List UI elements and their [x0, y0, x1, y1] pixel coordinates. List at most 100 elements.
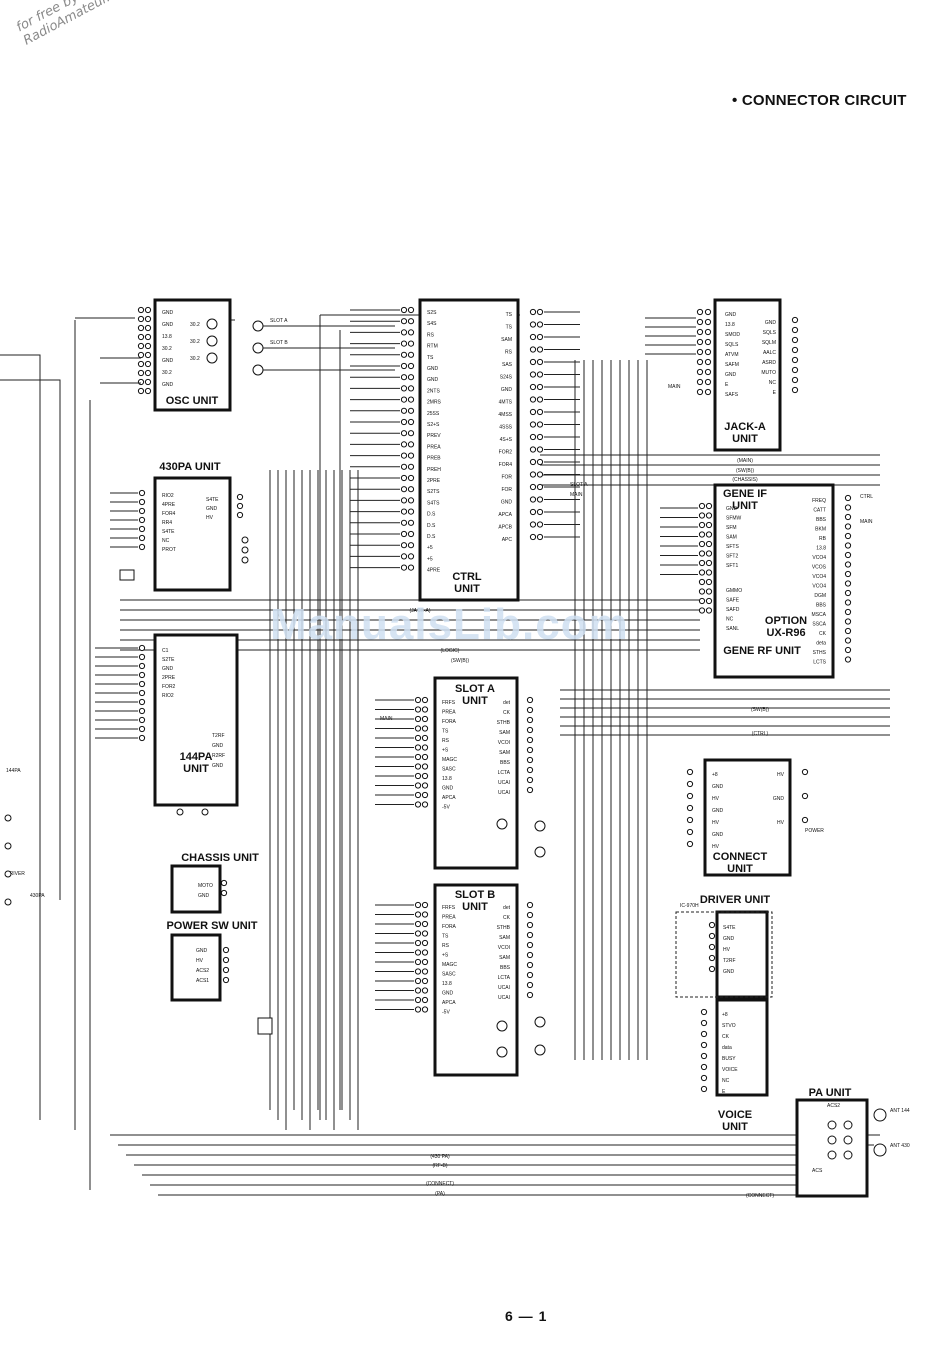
slot-b-right-pin-label: CK [503, 915, 511, 921]
slot-b-left-inner-pin [421, 996, 429, 1004]
slot-a-left-inner-pin [421, 715, 429, 723]
pa430-left-pin-label: PROT [162, 547, 176, 553]
ctrl-right-pin-label: GND [501, 387, 513, 393]
ctrl-right-pin-label: APCB [498, 525, 512, 531]
slot-a-coax [534, 820, 546, 832]
ctrl-left-inner-pin [407, 318, 415, 325]
power-sw-right-pin [222, 976, 230, 984]
ctrl-left-inner-pin [407, 430, 415, 437]
geneif-right-pin [844, 570, 852, 578]
pa430-right-pin [236, 493, 244, 501]
osc-left-inner-pin [144, 342, 152, 350]
geneif-right-pin [844, 523, 852, 530]
jack-right-pin-label: AALC [763, 350, 776, 356]
geneif-left-lower-pin-label: SAFE [726, 598, 740, 604]
ctrl-left-pin [400, 564, 408, 571]
pa-acs-label: ACS [812, 1168, 823, 1174]
slot-a-right-pin-label: VCOI [498, 740, 510, 746]
osc-left-pin-label: GND [162, 310, 174, 316]
slot-b-left-pin [414, 920, 422, 928]
driver-pin [708, 932, 716, 940]
ctrl-left-pin-label: S4TS [427, 500, 440, 506]
slot-a-left-pin-label: PREA [442, 710, 456, 716]
option-unit-label: UX-R96 [766, 627, 805, 639]
connect-unit-label: CONNECT [713, 851, 768, 863]
pa430-unit-label: 430PA UNIT [159, 461, 220, 473]
slot-a-unit-label: SLOT A [455, 683, 495, 695]
pa430-coax [241, 546, 249, 554]
voice-pin-label: STVO [722, 1023, 736, 1029]
bus-label-430pa: (430 PA) [430, 1154, 450, 1160]
pa430-left-pin [138, 534, 146, 542]
left-edge-connector [4, 814, 12, 822]
pa430-left-pin [138, 507, 146, 515]
left-edge-connector [4, 870, 12, 878]
ctrl-left-inner-pin [407, 564, 415, 571]
pa144-unit-label: 144PA [180, 751, 213, 763]
ctrl-right-pin [529, 421, 537, 428]
slot-b-left-pin [414, 949, 422, 956]
jack-right-pin [791, 316, 799, 324]
bus-label-pa: (PA) [435, 1191, 445, 1197]
slot-a-right-pin-label: LCTA [498, 770, 511, 776]
ctrl-left-pin [400, 441, 408, 448]
slot-b-left-pin [414, 968, 422, 975]
geneif-left-lower-pin-label: NC [726, 617, 734, 623]
pa-ant144-label: ANT 144 [890, 1108, 910, 1114]
ctrl-left-pin-label: S4S [427, 321, 437, 327]
ctrl-left-pin-label: D.S [427, 534, 436, 540]
driver-pin-label: HV [723, 947, 731, 953]
pa-relay-pin [843, 1120, 853, 1130]
ctrl-right-pin [529, 483, 537, 491]
ctrl-left-pin [400, 530, 408, 538]
slot-a-left-inner-pin [421, 772, 429, 780]
geneif-left-inner-pin [705, 578, 713, 586]
voice-pin [700, 1019, 708, 1027]
pa144-left-pin-label: GND [162, 666, 174, 672]
geneif-left-pin [698, 540, 706, 548]
slot-a-left-pin [414, 753, 422, 761]
pa-ant144-connector [873, 1108, 887, 1122]
ctrl-right-pin [529, 308, 537, 316]
power-connector [257, 1017, 273, 1035]
ctrl-right-pin-label: 4MSS [498, 412, 512, 418]
jack-left-pin-label: SAFM [725, 362, 739, 368]
ctrl-right-pin-label: APC [502, 537, 513, 543]
driver-ic-label: IC-970H [680, 903, 699, 909]
ctrl-right-inner-pin [536, 508, 544, 516]
osc-left-pin [137, 342, 145, 350]
jack-right-pin [791, 356, 799, 364]
slot-b-left-pin-label: PREA [442, 915, 456, 921]
voice-pin-label: E [722, 1089, 726, 1095]
geneif-right-pin [844, 627, 852, 635]
slot-a-left-pin-label: +S [442, 748, 449, 754]
ctrl-left-pin-label: +5 [427, 556, 433, 562]
pa430-left-pin [138, 516, 146, 524]
ctrl-left-pin-label: S2S [427, 310, 437, 316]
slot-b-unit-label: SLOT B [455, 889, 495, 901]
jack-right-pin [791, 366, 799, 374]
geneif-right-pin-label: VCO4 [812, 555, 826, 561]
ctrl-right-pin-label: 4MTS [499, 400, 513, 406]
slot-a-right-pin [526, 776, 534, 784]
osc-left-inner-pin [144, 387, 152, 395]
slot-b-left-pin-label: FORA [442, 924, 457, 930]
osc-coax-connector [206, 318, 218, 330]
pa144-left-pin [138, 644, 146, 652]
ctrl-left-pin-label: RS [427, 332, 435, 338]
left-430pa-label: 430PA [30, 893, 45, 899]
driver-pin-label: T2RF [723, 958, 736, 964]
osc-left-inner-pin [144, 333, 152, 341]
driver-pin [708, 943, 716, 951]
chassis-unit-label: CHASSIS UNIT [181, 852, 259, 864]
voice-pin [700, 1063, 708, 1071]
slot-a-left-inner-pin [421, 725, 429, 732]
geneif-left-inner-pin [705, 512, 713, 519]
ctrl-right-inner-pin [536, 471, 544, 478]
slot-b-right-pin-label: UCAI [498, 995, 510, 1001]
bus-label-ctrl: (CTRL) [752, 731, 769, 737]
slot-a-left-pin [414, 696, 422, 704]
ctrl-right-inner-pin [536, 483, 544, 491]
ctrl-right-pin [529, 321, 537, 328]
geneif-right-pin [844, 513, 852, 521]
